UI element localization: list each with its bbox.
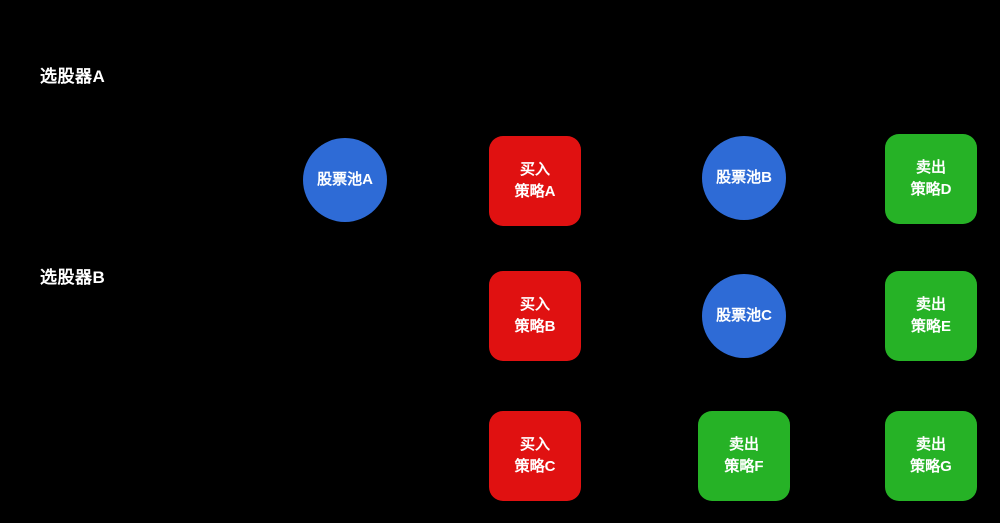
node-label: 股票池A bbox=[317, 171, 373, 189]
node-sell-strategy-f: 卖出 策略F bbox=[698, 411, 790, 501]
node-label: 买入 策略B bbox=[514, 296, 556, 335]
row-label-selector-a: 选股器A bbox=[40, 67, 106, 86]
node-label: 股票池B bbox=[716, 169, 772, 187]
node-label: 买入 策略C bbox=[514, 436, 556, 475]
node-buy-strategy-c: 买入 策略C bbox=[489, 411, 581, 501]
node-label: 卖出 策略D bbox=[910, 159, 952, 198]
node-sell-strategy-e: 卖出 策略E bbox=[885, 271, 977, 361]
node-label: 卖出 策略G bbox=[910, 436, 952, 475]
node-sell-strategy-g: 卖出 策略G bbox=[885, 411, 977, 501]
node-stock-pool-b: 股票池B bbox=[702, 136, 786, 220]
node-stock-pool-a: 股票池A bbox=[303, 138, 387, 222]
row-label-selector-b: 选股器B bbox=[40, 268, 106, 287]
node-sell-strategy-d: 卖出 策略D bbox=[885, 134, 977, 224]
node-label: 买入 策略A bbox=[514, 161, 556, 200]
node-stock-pool-c: 股票池C bbox=[702, 274, 786, 358]
node-label: 卖出 策略E bbox=[910, 296, 951, 335]
node-label: 股票池C bbox=[716, 307, 772, 325]
node-label: 卖出 策略F bbox=[724, 436, 764, 475]
node-buy-strategy-b: 买入 策略B bbox=[489, 271, 581, 361]
node-buy-strategy-a: 买入 策略A bbox=[489, 136, 581, 226]
